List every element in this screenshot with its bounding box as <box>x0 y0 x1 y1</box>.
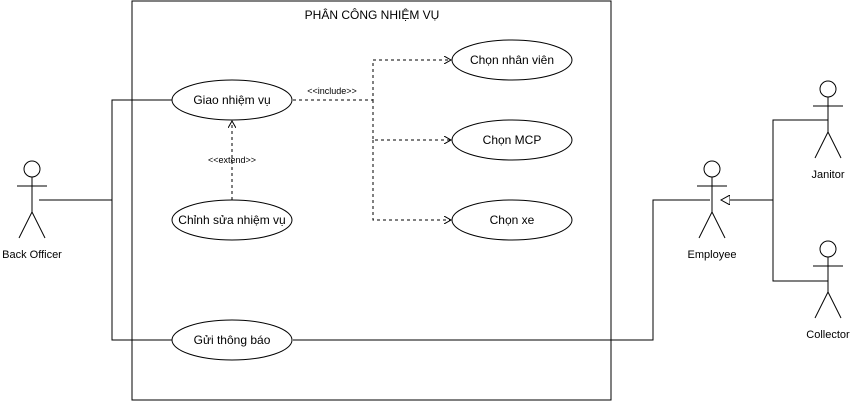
actor-employee[interactable] <box>697 160 727 239</box>
use-case-send-notification-label: Gửi thông báo <box>194 333 271 347</box>
use-case-edit-task[interactable]: Chỉnh sửa nhiệm vụ <box>171 199 293 241</box>
actor-janitor-label: Janitor <box>811 169 844 181</box>
use-case-select-mcp-label: Chọn MCP <box>483 133 542 147</box>
include-label: <<include>> <box>307 86 357 96</box>
use-case-send-notification[interactable]: Gửi thông báo <box>171 319 293 361</box>
use-case-assign-task[interactable]: Giao nhiệm vụ <box>171 79 293 121</box>
use-case-select-vehicle[interactable]: Chọn xe <box>451 199 573 241</box>
include-select-employee <box>293 60 451 101</box>
association-back-officer <box>39 99 173 341</box>
actor-back-officer-label: Back Officer <box>2 249 62 261</box>
use-case-select-employee-label: Chọn nhân viên <box>470 53 554 67</box>
use-case-select-mcp[interactable]: Chọn MCP <box>451 119 573 161</box>
extend-label: <<extend>> <box>208 155 256 165</box>
actor-employee-label: Employee <box>688 249 737 261</box>
use-case-select-vehicle-label: Chọn xe <box>490 213 535 227</box>
generalization-janitor <box>772 119 828 200</box>
include-select-vehicle <box>372 140 451 220</box>
actor-janitor[interactable] <box>813 80 843 159</box>
actor-collector[interactable] <box>813 240 843 319</box>
use-case-assign-task-label: Giao nhiệm vụ <box>193 93 270 107</box>
use-case-select-employee[interactable]: Chọn nhân viên <box>451 39 573 81</box>
system-title: PHÂN CÔNG NHIỆM VỤ <box>305 7 440 22</box>
actor-back-officer[interactable] <box>17 160 47 239</box>
association-notify-employee <box>293 199 710 341</box>
actor-collector-label: Collector <box>806 329 850 341</box>
use-case-edit-task-label: Chỉnh sửa nhiệm vụ <box>178 213 285 227</box>
include-select-mcp <box>372 100 451 140</box>
generalization-collector <box>721 200 828 282</box>
